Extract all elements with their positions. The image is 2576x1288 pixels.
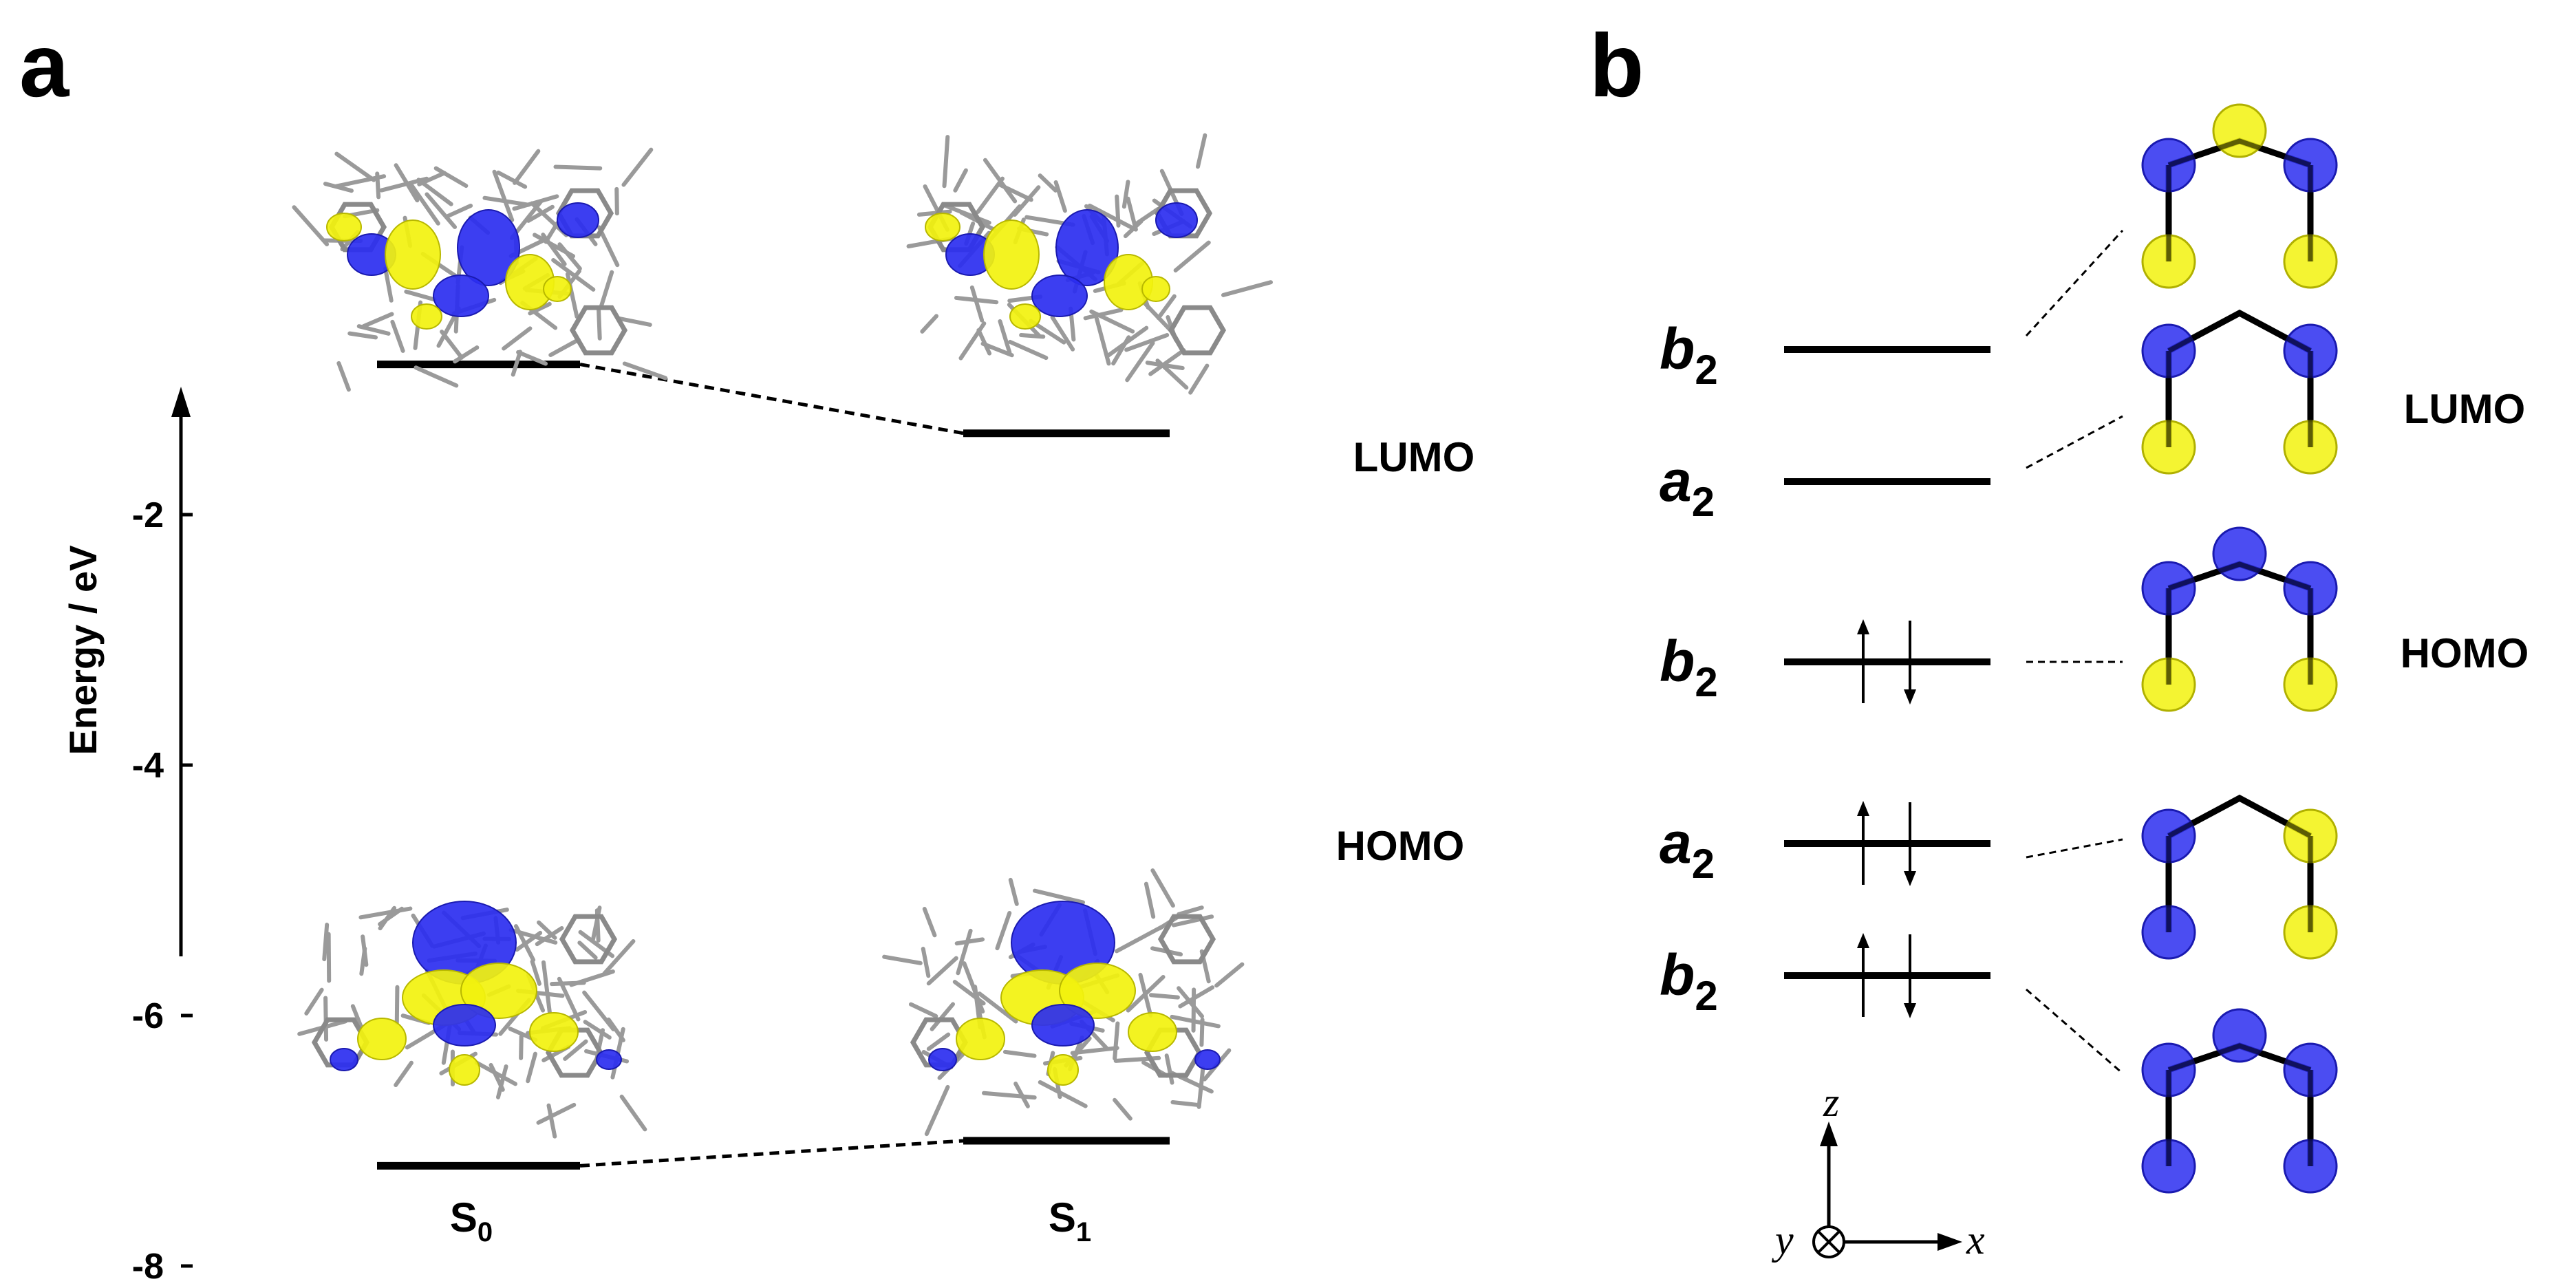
orbital-diagram <box>2141 526 2338 712</box>
y-axis-label: Energy / eV <box>61 545 105 755</box>
mo-symbol: a2 <box>1660 811 1715 887</box>
orbital-diagrams <box>2141 103 2338 1194</box>
mo-symbol: a2 <box>1660 449 1715 525</box>
orbital-connector <box>2026 988 2123 1075</box>
lumo-tag: LUMO <box>2404 386 2526 432</box>
homo-tag: HOMO <box>2401 630 2529 676</box>
mo-symbol: b2 <box>1660 629 1718 705</box>
energy-levels <box>377 361 1170 1170</box>
s1-homo-orbital-image <box>882 868 1245 1137</box>
orbital-connector <box>2025 229 2124 337</box>
orbital-diagram <box>2141 794 2338 960</box>
orbital-connector <box>2026 415 2123 469</box>
lumo-label: LUMO <box>1353 434 1475 480</box>
orbital-diagram <box>2141 1008 2338 1194</box>
energy-axis-arrow <box>171 387 191 417</box>
homo-correlation-line <box>579 1139 964 1168</box>
y-axis-letter: y <box>1771 1217 1794 1263</box>
orbital-connector <box>2026 838 2123 859</box>
s1-lumo-orbital-image <box>906 133 1273 395</box>
lumo-correlation-line <box>579 363 964 436</box>
z-axis-label: z <box>1823 1080 1839 1125</box>
state-label-s0: S0 <box>450 1194 493 1247</box>
y-tick-label: -4 <box>132 746 164 786</box>
x-axis-label: x <box>1966 1217 1985 1263</box>
homo-label: HOMO <box>1336 823 1465 869</box>
z-axis-arrow <box>1820 1121 1838 1146</box>
x-axis-arrow <box>1938 1233 1962 1251</box>
coordinate-axes: z y x <box>1771 1080 1985 1263</box>
orbital-diagram <box>2141 309 2338 475</box>
state-label-s1: S1 <box>1049 1194 1091 1247</box>
panel-b-label: b <box>1589 15 1644 116</box>
mo-symbol: b2 <box>1660 943 1718 1019</box>
orbital-diagram <box>2141 103 2338 289</box>
y-tick-label: -8 <box>132 1247 164 1287</box>
y-ticks: -2 -4 -6 -8 <box>132 495 193 1287</box>
mo-symbol: b2 <box>1660 316 1718 393</box>
s0-homo-orbital-image <box>297 901 647 1139</box>
s0-lumo-orbital-image <box>292 147 668 392</box>
y-tick-label: -2 <box>132 495 164 535</box>
panel-a: a -2 -4 -6 -8 Energy / eV LUMO HOMO S0 S1 <box>19 15 1474 1287</box>
panel-a-label: a <box>19 15 70 116</box>
y-tick-label: -6 <box>132 996 164 1036</box>
